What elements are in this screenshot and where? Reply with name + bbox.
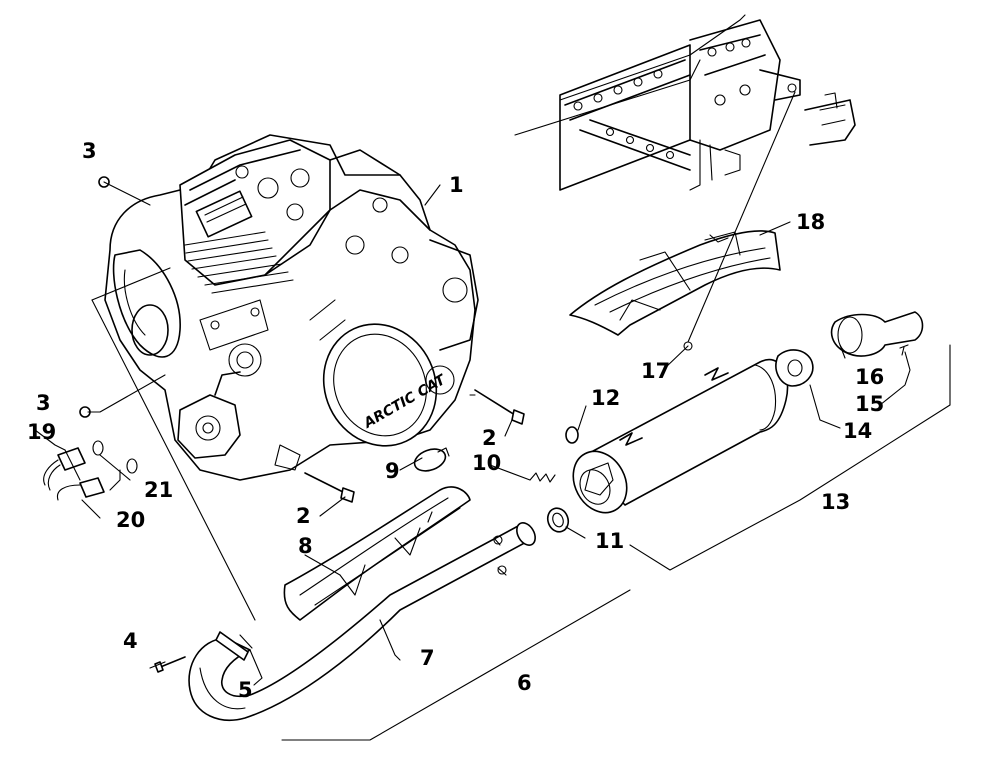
callout-4: 4 (123, 629, 138, 653)
exhaust-pipe (188, 522, 536, 721)
heat-shield-pipe (283, 486, 471, 621)
callout-14: 14 (843, 419, 872, 443)
callout-5: 5 (238, 678, 253, 702)
frame-section (514, 14, 856, 191)
engine-assembly: ARCTIC CAT (104, 134, 479, 481)
callout-labels: 1 2 2 3 3 4 5 6 7 8 9 10 11 12 13 14 15 … (27, 139, 884, 702)
leader-lines (34, 91, 951, 741)
callout-18: 18 (796, 210, 825, 234)
callout-9: 9 (385, 459, 400, 483)
callout-15: 15 (855, 392, 884, 416)
callout-2-lower: 2 (296, 504, 311, 528)
callout-13: 13 (821, 490, 850, 514)
callout-20: 20 (116, 508, 145, 532)
muffler (572, 359, 789, 514)
callout-12: 12 (591, 386, 620, 410)
callout-11: 11 (595, 529, 624, 553)
callout-6: 6 (517, 671, 532, 695)
callout-21: 21 (144, 478, 173, 502)
heat-shield-muffler (569, 230, 781, 336)
callout-3-upper: 3 (82, 139, 97, 163)
callout-17: 17 (641, 359, 670, 383)
callout-7: 7 (420, 646, 435, 670)
callout-1: 1 (449, 173, 464, 197)
callout-16: 16 (855, 365, 884, 389)
callout-10: 10 (472, 451, 501, 475)
callout-19: 19 (27, 420, 56, 444)
callout-8: 8 (298, 534, 313, 558)
small-parts (43, 176, 924, 673)
callout-2-upper: 2 (482, 426, 497, 450)
callout-3-lower: 3 (36, 391, 51, 415)
